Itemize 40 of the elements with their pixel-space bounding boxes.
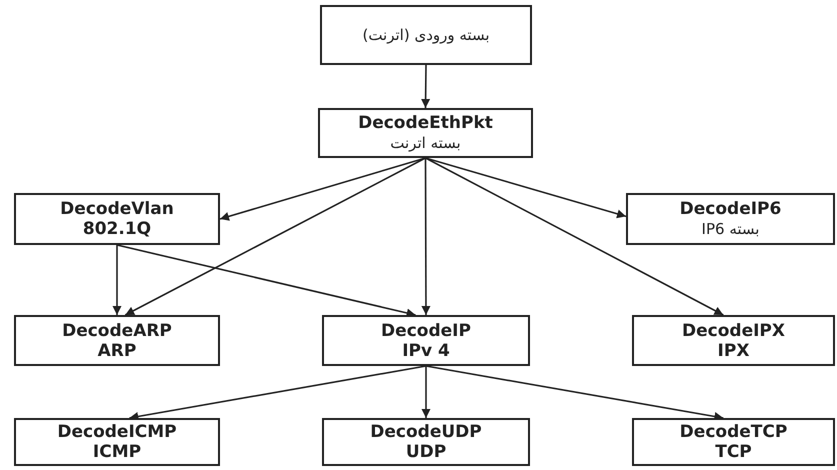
arrow	[116, 244, 416, 318]
box-label: DecodeIPX	[682, 320, 785, 340]
box-label: DecodeVlan	[60, 199, 174, 219]
arrow	[129, 365, 426, 421]
arrow	[425, 157, 724, 316]
arrow	[422, 366, 430, 418]
box-label: DecodeTCP	[680, 422, 788, 442]
box-label: TCP	[715, 442, 752, 462]
arrow	[421, 158, 430, 315]
process-box	[626, 193, 835, 245]
process-box	[14, 193, 220, 245]
box-label: IPv 4	[402, 340, 450, 360]
process-box	[14, 315, 220, 366]
process-box	[322, 418, 530, 466]
box-label: 802.1Q	[82, 219, 152, 239]
process-box	[632, 418, 835, 466]
arrow	[112, 245, 122, 315]
process-box	[322, 315, 530, 366]
box-label: UDP	[406, 442, 446, 462]
box-label: بسته اترنت	[390, 133, 461, 153]
box-label: ICMP	[92, 442, 142, 462]
box-label: بسته IP6	[702, 219, 760, 239]
box-label: ARP	[98, 340, 136, 360]
process-box	[14, 418, 220, 466]
arrow	[421, 65, 430, 108]
box-label: DecodeIP6	[680, 199, 782, 219]
box-label: DecodeUDP	[370, 422, 482, 442]
box-label: بسته ورودی (اترنت)	[362, 25, 490, 45]
box-label: DecodeARP	[62, 320, 172, 340]
box-label: DecodeIP	[381, 320, 471, 340]
process-box	[320, 5, 532, 65]
box-label: IPX	[718, 340, 750, 360]
box-label: DecodeEthPkt	[358, 113, 493, 133]
process-box	[632, 315, 835, 366]
arrow	[426, 365, 724, 421]
arrow	[220, 157, 426, 221]
arrow	[124, 157, 426, 316]
process-box	[318, 108, 533, 158]
box-label: DecodeICMP	[57, 422, 177, 442]
arrow	[425, 157, 626, 218]
